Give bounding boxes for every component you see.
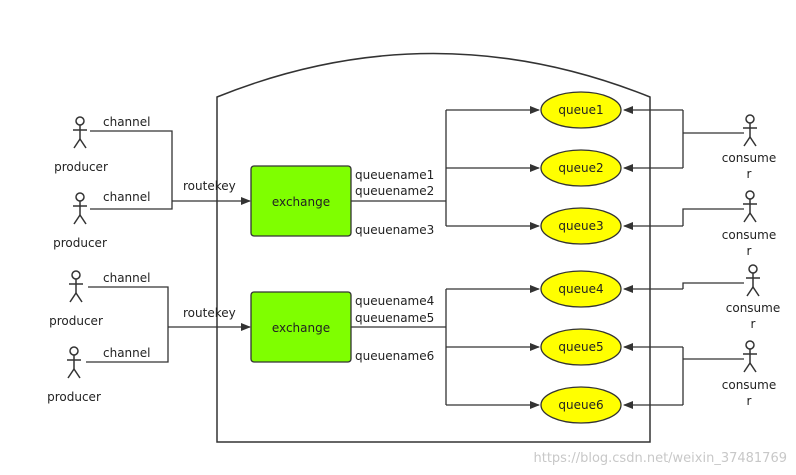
producer-2-label: producer <box>53 236 107 250</box>
queue-5-label: queue5 <box>558 340 603 354</box>
channel-2-label: channel <box>103 190 150 204</box>
consumer-3-icon <box>746 264 760 297</box>
queue-4-label: queue4 <box>558 282 603 296</box>
consumer-1-icon <box>743 114 757 147</box>
routekey-2-label: routekey <box>183 306 236 320</box>
queue-1-label: queue1 <box>558 103 603 117</box>
queue-3-label: queue3 <box>558 219 603 233</box>
queuename-6-label: queuename6 <box>355 349 434 363</box>
queue-6-node <box>540 386 622 424</box>
producer-1-icon <box>73 116 87 149</box>
queue-5-node <box>540 328 622 366</box>
consumer-2-icon <box>743 190 757 223</box>
consumer-4-icon <box>743 340 757 373</box>
producer-3-icon <box>69 270 83 303</box>
consumer-4-label-line2: r <box>747 394 752 408</box>
consumer-3-label-line1: consume <box>726 301 780 315</box>
queuename-5-label: queuename5 <box>355 311 434 325</box>
consumer-1-label-line2: r <box>747 167 752 181</box>
queuename-4-label: queuename4 <box>355 294 434 308</box>
watermark: https://blog.csdn.net/weixin_37481769 <box>533 451 787 466</box>
channel-4-label: channel <box>103 346 150 360</box>
producer-4-label: producer <box>47 390 101 404</box>
queue-1-node <box>540 91 622 129</box>
queue-3-node <box>540 207 622 245</box>
consumer-4-label-line1: consume <box>722 378 776 392</box>
queuename-1-label: queuename1 <box>355 168 434 182</box>
routekey-1-label: routekey <box>183 179 236 193</box>
exchange-1-label: exchange <box>272 195 330 209</box>
consumer-lines <box>623 106 744 409</box>
producer-1-label: producer <box>54 160 108 174</box>
queuename-2-label: queuename2 <box>355 184 434 198</box>
channel-1-label: channel <box>103 115 150 129</box>
consumer-2-label-line1: consume <box>722 228 776 242</box>
binding-lines <box>351 106 540 409</box>
queuename-3-label: queuename3 <box>355 223 434 237</box>
channel-3-label: channel <box>103 271 150 285</box>
producer-3-label: producer <box>49 314 103 328</box>
queue-2-label: queue2 <box>558 161 603 175</box>
channel-lines <box>86 130 251 363</box>
queue-2-node <box>540 149 622 187</box>
exchange-2-label: exchange <box>272 321 330 335</box>
consumer-2-label-line2: r <box>747 244 752 258</box>
producer-4-icon <box>67 346 81 379</box>
queue-4-node <box>540 270 622 308</box>
queue-6-label: queue6 <box>558 398 603 412</box>
consumer-1-label-line1: consume <box>722 151 776 165</box>
producer-2-icon <box>73 192 87 225</box>
broker-container <box>216 52 651 443</box>
consumer-3-label-line2: r <box>751 317 756 331</box>
